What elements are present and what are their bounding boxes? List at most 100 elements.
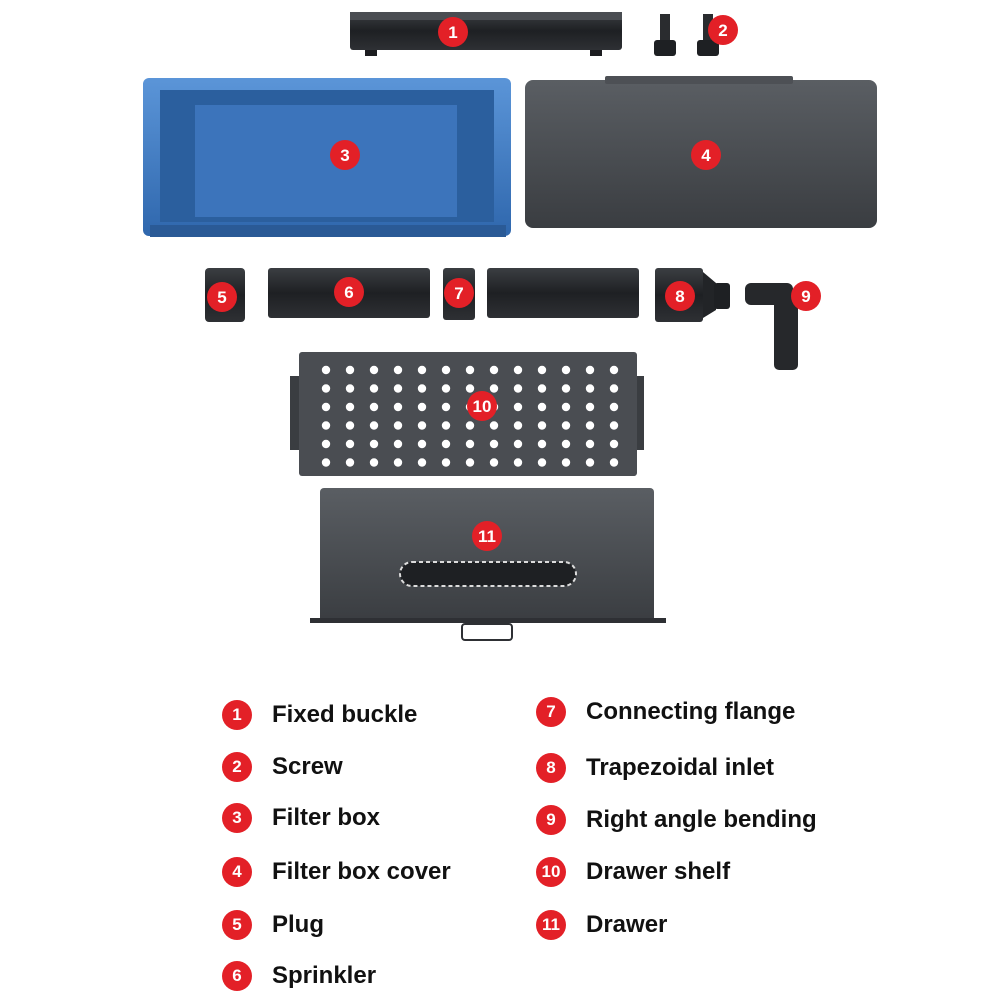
- shelf-hole: [537, 384, 547, 393]
- shelf-hole: [489, 421, 499, 430]
- legend-number-badge: 8: [536, 753, 566, 783]
- svg-text:10: 10: [473, 397, 492, 416]
- legend-label: Filter box: [272, 804, 381, 831]
- shelf-hole: [465, 365, 475, 375]
- svg-text:7: 7: [454, 284, 463, 303]
- shelf-hole: [369, 365, 379, 375]
- shelf-hole: [393, 421, 403, 430]
- legend-label: Screw: [272, 753, 343, 780]
- shelf-hole: [417, 421, 427, 430]
- callout-10: 10: [467, 391, 497, 421]
- shelf-hole: [537, 402, 547, 412]
- legend-item-drawer: 11 Drawer: [536, 907, 667, 943]
- svg-text:11: 11: [478, 527, 496, 546]
- legend-item-plug: 5 Plug: [222, 907, 324, 943]
- shelf-hole: [489, 458, 499, 467]
- callout-7: 7: [444, 278, 474, 308]
- shelf-hole: [369, 384, 379, 393]
- shelf-hole: [321, 458, 331, 467]
- legend-item-fixed-buckle: 1 Fixed buckle: [222, 697, 417, 733]
- shelf-hole: [465, 421, 475, 430]
- shelf-hole: [561, 384, 571, 393]
- shelf-hole: [441, 439, 451, 449]
- shelf-hole: [321, 421, 331, 430]
- shelf-hole: [393, 402, 403, 412]
- drawer-shelf-part: [290, 352, 644, 476]
- callout-8: 8: [665, 281, 695, 311]
- shelf-hole: [465, 458, 475, 467]
- shelf-hole: [345, 384, 355, 393]
- shelf-hole: [417, 402, 427, 412]
- shelf-hole: [345, 365, 355, 375]
- shelf-hole: [465, 439, 475, 449]
- callout-1: 1: [438, 17, 468, 47]
- shelf-hole: [585, 384, 595, 393]
- shelf-hole: [585, 458, 595, 467]
- shelf-hole: [345, 458, 355, 467]
- shelf-hole: [465, 384, 475, 393]
- shelf-hole: [417, 384, 427, 393]
- shelf-hole: [441, 365, 451, 375]
- legend-label: Connecting flange: [586, 698, 796, 725]
- svg-text:3: 3: [340, 146, 349, 165]
- shelf-hole: [513, 439, 523, 449]
- legend-number-badge: 10: [536, 857, 566, 887]
- svg-text:2: 2: [718, 21, 727, 40]
- shelf-hole: [513, 365, 523, 375]
- shelf-hole: [321, 384, 331, 393]
- shelf-hole: [345, 402, 355, 412]
- shelf-hole: [585, 365, 595, 375]
- shelf-hole: [585, 402, 595, 412]
- legend-number-badge: 6: [222, 961, 252, 991]
- shelf-hole: [441, 421, 451, 430]
- shelf-hole: [609, 402, 619, 412]
- shelf-hole: [537, 458, 547, 467]
- shelf-hole: [561, 458, 571, 467]
- shelf-hole: [513, 458, 523, 467]
- shelf-hole: [585, 421, 595, 430]
- legend-number-badge: 7: [536, 697, 566, 727]
- svg-text:6: 6: [344, 283, 353, 302]
- shelf-hole: [561, 365, 571, 375]
- shelf-hole: [369, 458, 379, 467]
- legend-number-badge: 3: [222, 803, 252, 833]
- filter-box-part: [143, 78, 511, 237]
- legend-label: Plug: [272, 911, 324, 938]
- callout-11: 11: [472, 521, 502, 551]
- shelf-hole: [441, 458, 451, 467]
- shelf-hole: [537, 439, 547, 449]
- shelf-hole: [609, 365, 619, 375]
- shelf-hole: [561, 439, 571, 449]
- callout-6: 6: [334, 277, 364, 307]
- shelf-hole: [609, 439, 619, 449]
- svg-text:1: 1: [448, 23, 457, 42]
- legend-number-badge: 2: [222, 752, 252, 782]
- shelf-hole: [417, 439, 427, 449]
- legend-item-filter-box-cover: 4 Filter box cover: [222, 854, 451, 890]
- drawer-part: [310, 488, 666, 641]
- legend-label: Trapezoidal inlet: [586, 754, 775, 781]
- shelf-hole: [609, 458, 619, 467]
- svg-text:4: 4: [701, 146, 711, 165]
- legend-item-filter-box: 3 Filter box: [222, 800, 380, 836]
- shelf-hole: [393, 458, 403, 467]
- legend-number-badge: 5: [222, 910, 252, 940]
- shelf-hole: [321, 365, 331, 375]
- shelf-hole: [369, 439, 379, 449]
- svg-text:8: 8: [675, 287, 684, 306]
- shelf-hole: [489, 439, 499, 449]
- shelf-hole: [561, 421, 571, 430]
- shelf-hole: [585, 439, 595, 449]
- svg-text:9: 9: [801, 287, 810, 306]
- legend-label: Right angle bending: [586, 806, 817, 833]
- right-angle-bending-part: [745, 283, 798, 370]
- shelf-hole: [417, 458, 427, 467]
- screw-part: [654, 14, 719, 56]
- shelf-hole: [393, 365, 403, 375]
- exploded-parts-diagram: 1 2 3 4 5 6 7 8 9 10 11: [143, 12, 877, 641]
- legend-number-badge: 9: [536, 805, 566, 835]
- shelf-hole: [513, 421, 523, 430]
- callout-5: 5: [207, 282, 237, 312]
- legend-number-badge: 1: [222, 700, 252, 730]
- legend-item-right-angle-bending: 9 Right angle bending: [536, 802, 817, 838]
